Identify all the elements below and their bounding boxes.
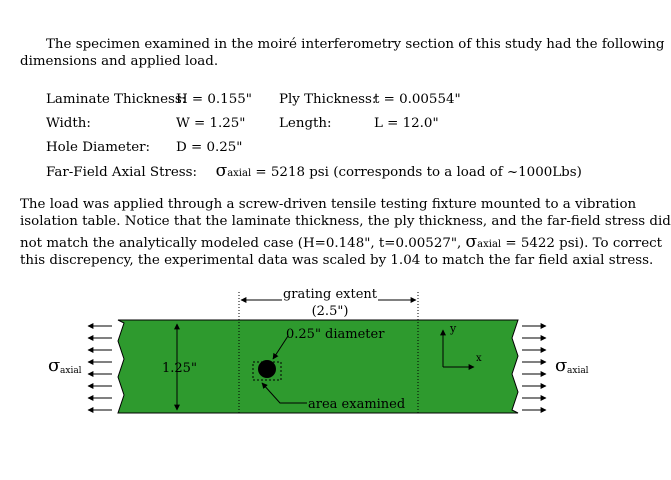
right-load-arrows bbox=[522, 323, 547, 413]
para2-line-3: not match the analytically modeled case … bbox=[20, 233, 662, 254]
sigma-symbol: σ bbox=[465, 232, 478, 252]
grating-extent-label: grating extent bbox=[283, 287, 378, 302]
width-value: W = 1.25" bbox=[176, 116, 246, 131]
x-axis-label: x bbox=[476, 353, 482, 364]
para2-line-1: The load was applied through a screw-dri… bbox=[20, 197, 637, 212]
far-field-stress-label: Far-Field Axial Stress: bbox=[46, 165, 198, 180]
right-sigma-subscript: axial bbox=[567, 366, 589, 376]
hole-diameter-label: 0.25" diameter bbox=[286, 327, 385, 342]
hole bbox=[258, 360, 276, 378]
left-load-arrows bbox=[87, 323, 112, 413]
para2-line-4: this discrepency, the experimental data … bbox=[20, 253, 654, 268]
y-axis-label: y bbox=[449, 322, 457, 335]
hole-leader bbox=[272, 335, 289, 360]
far-field-stress-row: Far-Field Axial Stress: σaxial = 5218 ps… bbox=[46, 162, 582, 183]
ply-thickness-label: Ply Thickness: bbox=[279, 92, 377, 107]
para2-line-3b: = 5422 psi). To correct bbox=[501, 236, 663, 251]
area-leader bbox=[261, 382, 307, 404]
para2-line-3a: not match the analytically modeled case … bbox=[20, 236, 466, 251]
area-examined-box bbox=[252, 361, 282, 381]
length-label: Length: bbox=[279, 116, 332, 131]
far-field-stress-value: = 5218 psi (corresponds to a load of ~10… bbox=[251, 165, 582, 180]
width-label: Width: bbox=[46, 116, 91, 131]
length-value: L = 12.0" bbox=[374, 116, 439, 131]
intro-line-2: dimensions and applied load. bbox=[20, 54, 219, 69]
laminate-thickness-label: Laminate Thickness: bbox=[46, 92, 187, 107]
right-sigma: σ bbox=[555, 355, 567, 376]
intro-line-1: The specimen examined in the moiré inter… bbox=[46, 37, 665, 52]
area-examined-label: area examined bbox=[308, 397, 405, 412]
hole-diameter-label: Hole Diameter: bbox=[46, 140, 151, 155]
left-sigma-subscript: axial bbox=[60, 366, 82, 376]
sigma-subscript: axial bbox=[227, 168, 252, 179]
sigma-subscript: axial bbox=[477, 239, 502, 250]
left-sigma: σ bbox=[48, 355, 60, 376]
specimen-diagram: grating extent (2.5") 1.25" 0.25" diamet… bbox=[48, 287, 589, 414]
hole-diameter-value: D = 0.25" bbox=[176, 140, 243, 155]
sigma-symbol: σ bbox=[215, 161, 228, 181]
ply-thickness-value: t = 0.00554" bbox=[374, 92, 461, 107]
laminate-thickness-value: H = 0.155" bbox=[176, 92, 252, 107]
width-label: 1.25" bbox=[162, 361, 197, 376]
para2-line-2: isolation table. Notice that the laminat… bbox=[20, 214, 671, 229]
grating-extent-value: (2.5") bbox=[312, 304, 349, 319]
